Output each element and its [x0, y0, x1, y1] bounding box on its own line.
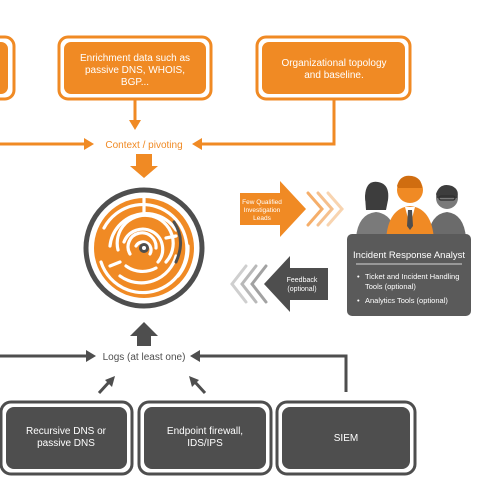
- enrichment-text-3: BGP...: [121, 77, 149, 88]
- context-down-arrow: [130, 154, 158, 178]
- siem-text: SIEM: [334, 433, 358, 444]
- topology-arrow-head: [192, 138, 202, 150]
- leads-text-1: Few Qualified: [242, 199, 282, 206]
- firewall-text-2: IDS/IPS: [187, 438, 223, 449]
- analyst-bullet-2: •: [357, 296, 360, 305]
- analyst-panel-title: Incident Response Analyst: [353, 250, 465, 261]
- analyst-item-1-line-1: Ticket and Incident Handling: [365, 272, 459, 281]
- logs-right-arrow-head: [190, 350, 200, 362]
- context-pivoting-label: Context / pivoting: [105, 140, 182, 151]
- logs-label: Logs (at least one): [103, 352, 186, 363]
- analysis-maze-icon: [83, 187, 205, 309]
- leads-text-2: Investigation: [244, 207, 281, 214]
- feedback-chevrons: [230, 264, 268, 304]
- analyst-people-icon: [356, 175, 466, 240]
- feedback-text-2: (optional): [287, 286, 316, 293]
- firewall-diagonal-arrow-head: [189, 376, 199, 387]
- feedback-text-1: Feedback: [287, 277, 318, 284]
- enrichment-text-2: passive DNS, WHOIS,: [85, 65, 185, 76]
- organizational-topology-box: Organizational topology and baseline.: [255, 35, 412, 101]
- dns-diagonal-arrow-head: [105, 376, 115, 387]
- leads-text-3: Leads: [253, 215, 271, 222]
- endpoint-firewall-box: Endpoint firewall, IDS/IPS: [137, 400, 273, 476]
- dns-text-1: Recursive DNS or: [26, 426, 107, 437]
- topology-text-2: and baseline.: [304, 70, 364, 81]
- leads-chevrons: [306, 191, 344, 227]
- enrichment-text-1: Enrichment data such as: [80, 53, 190, 64]
- analyst-item-2-line-1: Analytics Tools (optional): [365, 296, 448, 305]
- logs-up-arrow: [130, 322, 158, 346]
- left-arrow-head: [84, 138, 94, 150]
- analyst-item-1-line-2: Tools (optional): [365, 282, 416, 291]
- topology-text-1: Organizational topology: [281, 58, 386, 69]
- dns-text-2: passive DNS: [37, 438, 95, 449]
- firewall-text-1: Endpoint firewall,: [167, 426, 243, 437]
- analyst-panel: Incident Response Analyst • Ticket and I…: [347, 234, 471, 316]
- recursive-dns-box: Recursive DNS or passive DNS: [0, 400, 134, 476]
- siem-box: SIEM: [275, 400, 417, 476]
- context-connectors: [0, 100, 336, 146]
- logs-left-arrow-head: [86, 350, 96, 362]
- enrichment-arrow-head: [129, 120, 141, 130]
- enrichment-data-box: Enrichment data such as passive DNS, WHO…: [57, 35, 213, 101]
- leads-arrow: Few Qualified Investigation Leads: [240, 181, 306, 237]
- analyst-bullet-1: •: [357, 272, 360, 281]
- left-partial-box: [0, 35, 16, 101]
- feedback-arrow: Feedback (optional): [264, 256, 328, 312]
